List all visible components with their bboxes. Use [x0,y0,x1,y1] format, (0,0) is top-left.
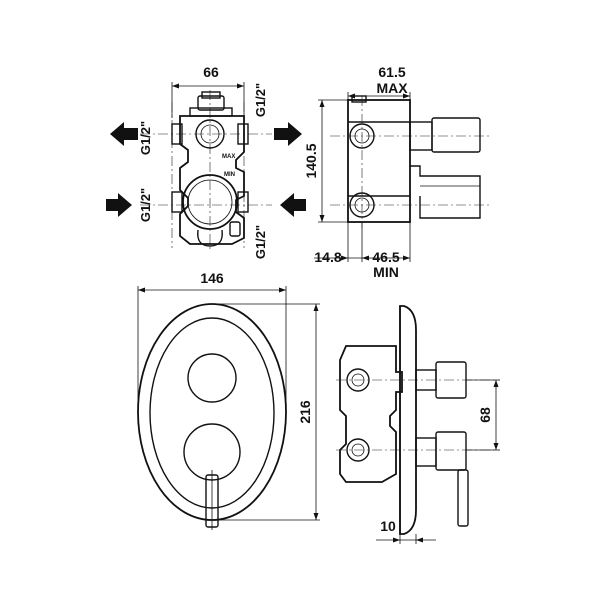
valve-body-front-view: MAX MIN 66 G1/2" G1/2" G1/2" G1/2" [106,64,306,259]
cover-plate-front-view: 146 216 [137,270,320,530]
dim-plate-thickness: 10 [380,518,396,534]
dim-side-depth-max: 61.5 [378,64,405,80]
assembly-side-view: 68 10 [336,305,500,544]
dim-plate-width: 146 [200,270,224,286]
dim-handle-spacing: 68 [477,407,493,423]
thread-label-top-right: G1/2" [253,83,268,117]
valve-body-side-view: 61.5 MAX 140.5 14.8 46.5 MIN [303,64,490,280]
dim-top-width: 66 [203,64,219,80]
dim-max-label: MAX [376,80,408,96]
thread-label-top-left: G1/2" [138,121,153,155]
dim-plate-height: 216 [297,400,313,424]
max-marking: MAX [222,154,235,160]
inlet-arrow-lower-left [106,193,132,217]
inlet-arrow-lower-right [280,193,306,217]
dim-side-offset: 14.8 [314,249,341,265]
dim-min-label: MIN [373,264,399,280]
thread-label-bottom-right: G1/2" [253,225,268,259]
dim-side-height: 140.5 [303,143,319,178]
outlet-arrow-upper-left [110,122,138,146]
dim-side-depth-min: 46.5 [372,249,399,265]
outlet-arrow-upper-right [274,122,302,146]
min-marking: MIN [224,172,235,178]
thread-label-bottom-left: G1/2" [138,188,153,222]
